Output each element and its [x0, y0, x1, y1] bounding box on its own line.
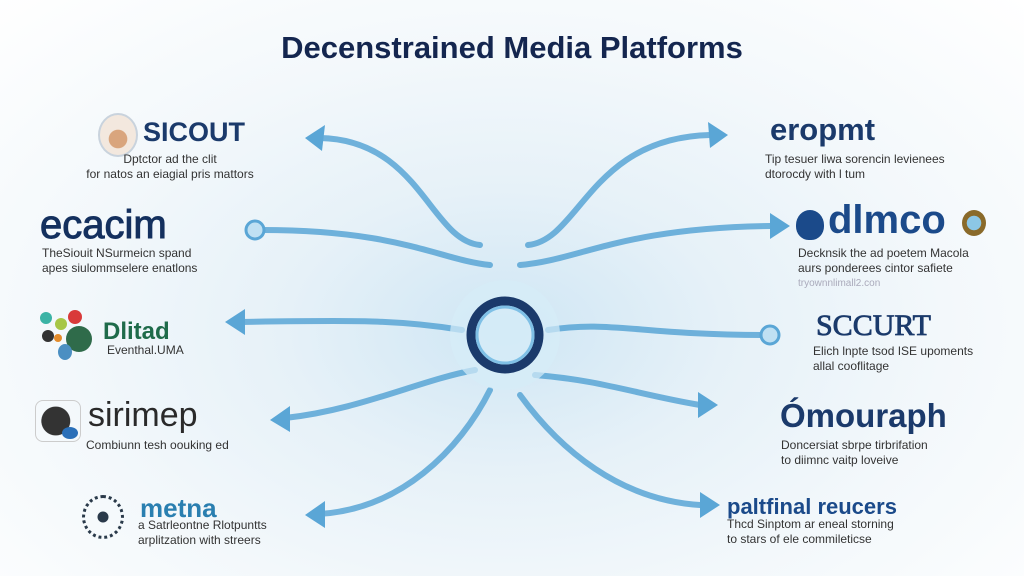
right-item-1-desc: Tip tesuer liwa sorencin levienees	[765, 152, 945, 166]
arrow-right-3	[545, 323, 768, 338]
dlmco-apple-logo-icon	[796, 210, 824, 240]
right-item-4-title: Ómouraph	[780, 397, 947, 434]
central-hub-glow	[450, 280, 560, 390]
sirimep-logo-icon	[35, 400, 81, 442]
left-item-1-desc: for natos an eiagial pris mattors	[86, 167, 254, 181]
arrowhead-right-1	[708, 122, 728, 148]
left-item-2-desc: TheSiouit NSurmeicn spand	[42, 246, 192, 260]
arrow-left-5	[315, 387, 493, 517]
left-item-5-desc: arplitzation with streers	[138, 533, 261, 547]
right-item-2-desc: aurs ponderees cintor safiete	[798, 261, 953, 275]
arrow-left-4	[282, 367, 478, 421]
arrowhead-left-4	[270, 406, 290, 432]
right-item-2-desc: Decknsik the ad poetem Macola	[798, 246, 969, 260]
right-item-5-desc: Thcd Sinptom ar eneal storning	[727, 517, 894, 531]
right-item-3-title: SCCURT	[816, 309, 932, 343]
node-right-3	[759, 324, 781, 346]
right-item-4-desc: to diimnc vaitp loveive	[781, 453, 899, 467]
left-item-2-desc: apes siulommselere enatlons	[42, 261, 198, 275]
left-item-1-desc: Dptctor ad the clit	[123, 152, 217, 166]
arrow-right-2	[517, 223, 773, 268]
right-item-3-desc: Elich lnpte tsod ISE upoments	[813, 344, 974, 358]
left-item-3-desc: Eventhal.UMA	[107, 343, 184, 357]
right-item-2-title: dlmco	[828, 198, 946, 242]
left-item-4-desc: Combiunn tesh oouking ed	[86, 438, 229, 452]
arrowhead-right-4	[698, 392, 718, 418]
left-item-3-title: Dlitad	[103, 318, 170, 345]
dlmco-emblem-icon	[962, 210, 986, 236]
arrow-left-1	[317, 135, 483, 248]
right-item-5-desc: to stars of ele commileticse	[727, 532, 872, 546]
right-item-1-desc: dtorocdy with l tum	[765, 167, 866, 181]
metna-tree-logo-icon	[82, 495, 124, 539]
left-item-5-desc: a Satrleontne Rlotpuntts	[138, 518, 267, 532]
dlitad-logo-icon	[40, 310, 96, 362]
left-item-5-title: metna	[140, 493, 217, 523]
arrowhead-left-1	[305, 125, 325, 151]
arrowhead-right-5	[700, 492, 720, 518]
arrow-right-1	[525, 132, 713, 248]
arrow-right-4	[532, 372, 703, 408]
right-item-1-title: eropmt	[770, 112, 876, 147]
right-item-3-desc: allal cooflitage	[813, 359, 890, 373]
arrow-left-2	[259, 227, 493, 268]
arrow-right-5	[517, 392, 703, 508]
arrow-left-3	[237, 317, 465, 333]
left-item-4-title: sirimep	[88, 396, 198, 434]
page-title: Decenstrained Media Platforms	[281, 30, 743, 65]
right-item-2-link: tryownnlimall2.con	[798, 278, 881, 289]
sicout-logo-icon	[98, 113, 138, 157]
arrowhead-left-3	[225, 309, 245, 335]
arrowhead-left-5	[305, 501, 325, 528]
left-item-1-title: SICOUT	[143, 117, 246, 147]
arrowhead-right-2	[770, 213, 790, 239]
right-item-4-desc: Doncersiat sbrpe tirbrifation	[781, 438, 928, 452]
central-hub-ring	[466, 296, 544, 374]
left-item-2-title: ecacim	[40, 203, 168, 248]
node-left-2	[244, 219, 266, 241]
right-item-5-title: paltfinal reucers	[727, 494, 897, 519]
